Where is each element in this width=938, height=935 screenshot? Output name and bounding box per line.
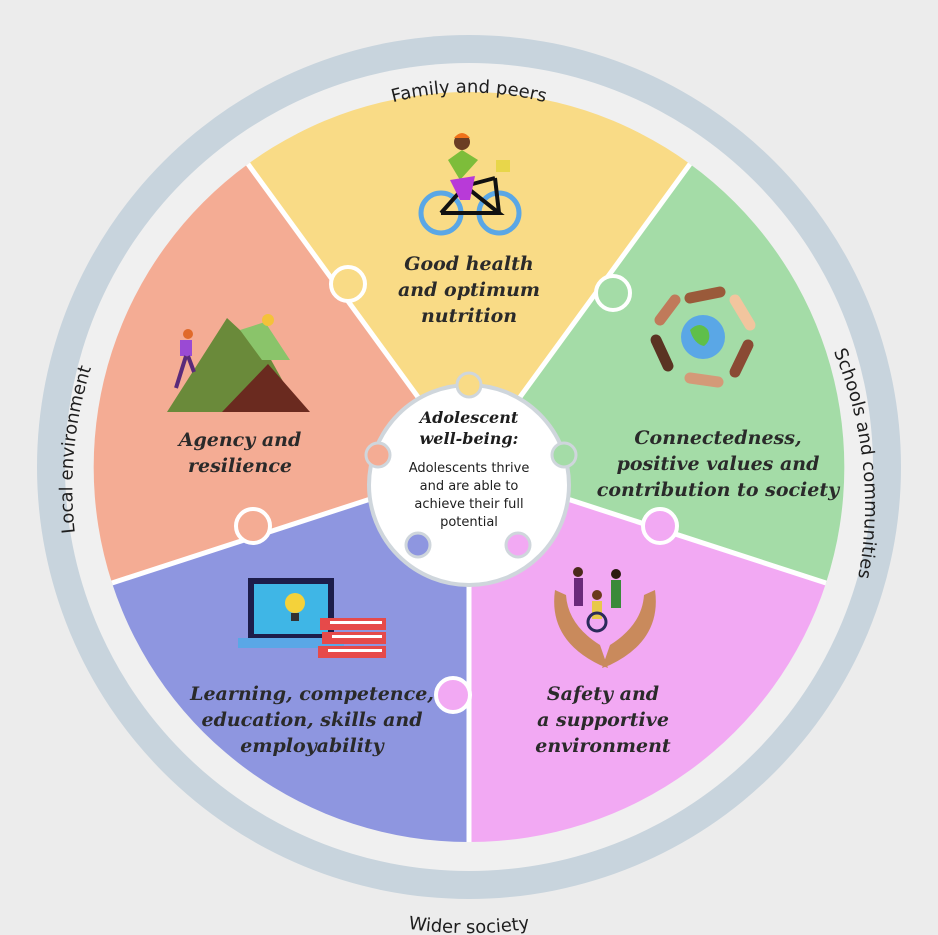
agency-title-line1: Agency and [177,429,302,451]
cyclist-icon [418,133,522,236]
health-title-line1: Good health [404,253,534,275]
safety-title-line2: a supportive [537,709,669,731]
protective-hands-icon [554,567,656,668]
segment-health [248,91,690,467]
connected-title-line1: Connectedness, [634,427,801,449]
connected-title-line3: contribution to society [597,479,841,501]
center-body-line3: achieve their full [414,497,523,512]
learning-title-line1: Learning, competence, [189,683,434,705]
ring-label-bottom: Wider society [407,913,530,935]
center-title-line2: well-being: [420,429,519,448]
center-knobs [364,371,578,559]
connected-title-line2: positive values and [617,453,820,475]
segment-learning [112,467,469,843]
safety-title-line1: Safety and [547,683,659,705]
health-title-line3: nutrition [421,305,517,327]
learning-title-line3: employability [240,735,385,757]
mountain-climber-icon [167,314,310,412]
globe-hands-icon [650,286,756,388]
segment-safety [469,467,826,843]
puzzle-knobs [234,265,679,714]
center-body-line2: and are able to [420,479,519,494]
agency-title-line2: resilience [188,455,292,477]
center-body-line1: Adolescents thrive [409,461,530,476]
learning-title-line2: education, skills and [201,709,422,731]
center-title-line1: Adolescent [418,408,519,427]
safety-title-line3: environment [535,735,671,757]
laptop-books-icon [238,578,386,658]
center-body-line4: potential [440,515,498,530]
health-title-line2: and optimum [398,279,540,301]
